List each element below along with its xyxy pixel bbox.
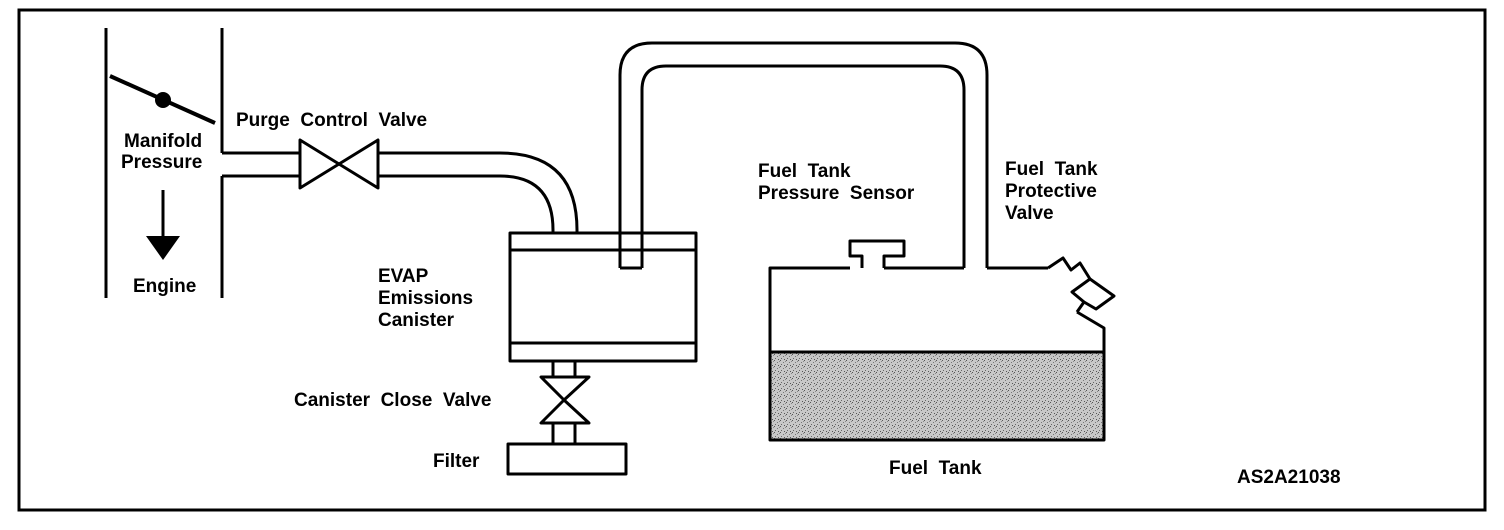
- engine-arrow-icon: [146, 190, 180, 260]
- pressure-sensor-label-line1: Fuel Tank: [758, 161, 851, 182]
- evap-canister-label-line3: Canister: [378, 310, 455, 331]
- canister-close-valve-icon: [539, 361, 591, 444]
- protective-valve-icon: [1047, 256, 1116, 313]
- evap-canister-label-line2: Emissions: [378, 288, 473, 309]
- purge-hose-canister: [378, 151, 579, 233]
- figure-border: [17, 8, 1487, 512]
- protective-valve-label-line2: Protective: [1005, 181, 1097, 202]
- filter-box: [506, 442, 628, 476]
- purge-control-valve-label: Purge Control Valve: [236, 110, 427, 131]
- manifold-pressure-label-line2: Pressure: [121, 152, 202, 173]
- manifold-pressure-label-line1: Manifold: [124, 131, 202, 152]
- vapor-hose: [618, 41, 989, 270]
- pressure-sensor-icon: [848, 239, 906, 268]
- canister-close-valve-label: Canister Close Valve: [294, 390, 492, 411]
- purge-control-valve-icon: [298, 138, 380, 190]
- fuel-tank-label: Fuel Tank: [889, 458, 982, 479]
- evap-canister: [508, 231, 698, 363]
- intake-manifold: [104, 28, 224, 298]
- filter-label: Filter: [433, 451, 480, 472]
- evap-canister-label-line1: EVAP: [378, 266, 429, 287]
- engine-label: Engine: [133, 276, 196, 297]
- pressure-sensor-label-line2: Pressure Sensor: [758, 183, 915, 204]
- fuel-tank: [768, 266, 1106, 442]
- throttle-plate: [109, 74, 216, 125]
- figure-id-label: AS2A21038: [1237, 467, 1341, 488]
- protective-valve-label-line3: Valve: [1005, 203, 1054, 224]
- fuel-level: [770, 352, 1104, 440]
- protective-valve-label-line1: Fuel Tank: [1005, 159, 1098, 180]
- purge-hose-manifold: [222, 151, 300, 178]
